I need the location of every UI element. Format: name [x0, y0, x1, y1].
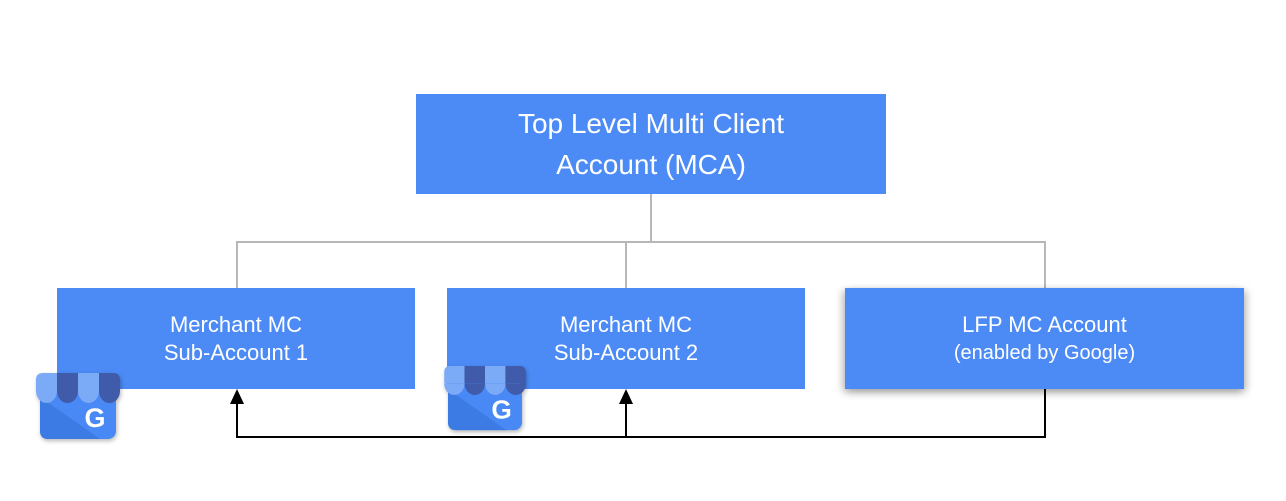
- node-label-line2: Account (MCA): [556, 149, 746, 180]
- node-label-line1: Merchant MC: [559, 311, 693, 337]
- node-label-line1: Top Level Multi Client: [517, 108, 785, 139]
- flow-arrow-path-main: [236, 389, 1046, 438]
- google-business-profile-icon: [444, 360, 526, 434]
- arrowhead-sub1-icon: [230, 389, 244, 404]
- node-label-line1: Merchant MC: [169, 311, 303, 337]
- google-business-profile-icon: [36, 367, 120, 443]
- node-top-level-mca: Top Level Multi Client Account (MCA): [416, 94, 886, 194]
- node-label-line2: (enabled by Google): [953, 341, 1136, 364]
- node-merchant-sub-account-1: Merchant MC Sub-Account 1: [57, 288, 415, 389]
- arrowhead-sub2-icon: [619, 389, 633, 404]
- node-lfp-mc-account: LFP MC Account (enabled by Google): [845, 288, 1244, 389]
- node-label-line2: Sub-Account 2: [553, 339, 699, 365]
- node-label-line1: LFP MC Account: [962, 311, 1127, 337]
- node-label-line2: Sub-Account 1: [163, 339, 309, 365]
